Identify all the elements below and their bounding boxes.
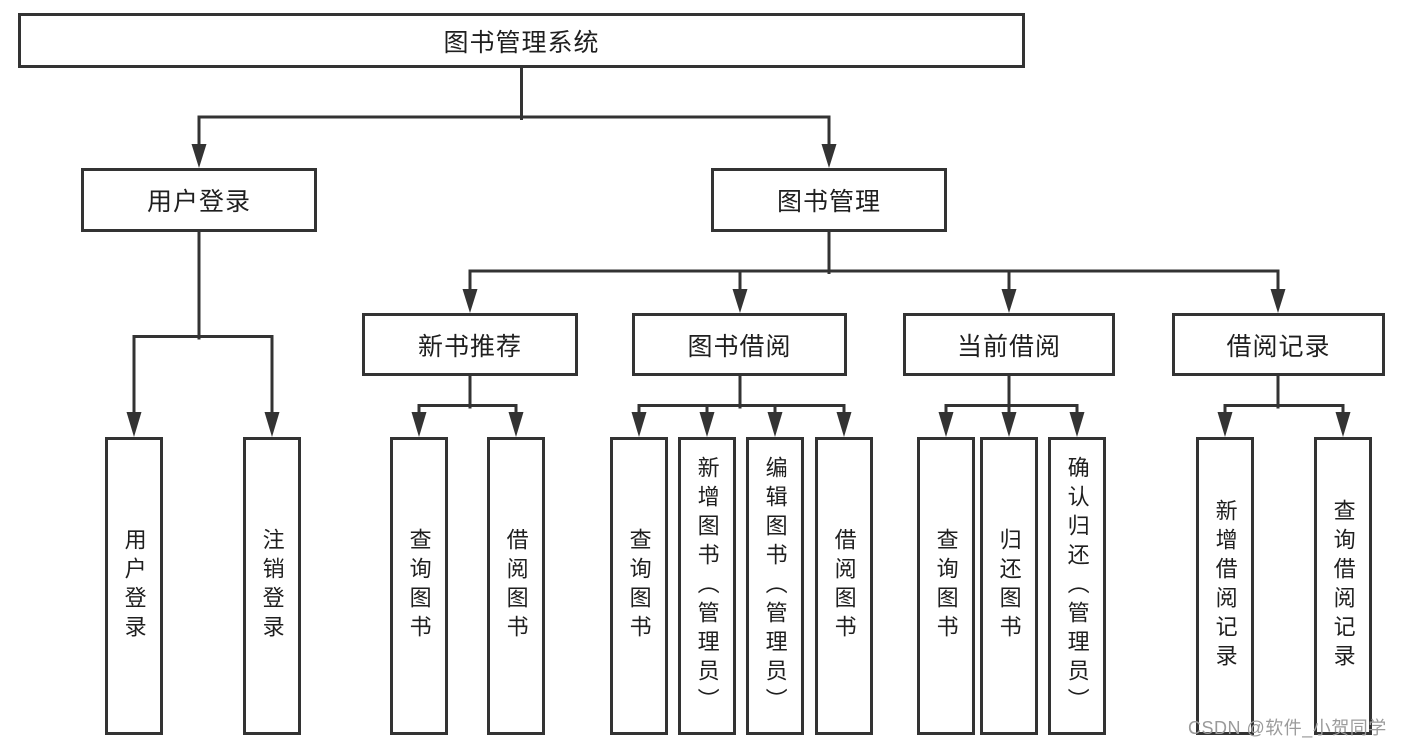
leaf-user-login: 用户登录 — [105, 437, 163, 735]
leaf-recommend-borrow-book: 借阅图书 — [487, 437, 545, 735]
connector-arrowhead — [1001, 289, 1017, 313]
leaf-borrow-query-book: 查询图书 — [610, 437, 668, 735]
connector-arrowhead — [1217, 412, 1233, 437]
leaf-current-return-book: 归还图书 — [980, 437, 1038, 735]
connector-arrowhead — [264, 412, 280, 437]
node-label: 新书推荐 — [417, 332, 522, 361]
leaf-current-confirm-return-admin: 确认归还（管理员） — [1048, 437, 1106, 735]
connector-arrowhead — [1335, 412, 1351, 437]
connector-arrowhead — [508, 412, 524, 437]
node-new-book-recommend: 新书推荐 — [362, 313, 578, 376]
connector-arrowhead — [411, 412, 427, 437]
connector-arrowhead — [821, 144, 837, 168]
leaf-recommend-query-book: 查询图书 — [390, 437, 448, 735]
leaf-label: 新增图书（管理员） — [694, 455, 720, 717]
leaf-label: 查询借阅记录 — [1330, 499, 1356, 673]
node-label: 图书借阅 — [687, 332, 792, 361]
leaf-label: 借阅图书 — [831, 528, 857, 644]
connector-arrowhead — [699, 412, 715, 437]
connector-arrowhead — [191, 144, 207, 168]
connector-arrowhead — [1270, 289, 1286, 313]
connector-arrowhead — [1069, 412, 1085, 437]
leaf-label: 确认归还（管理员） — [1064, 455, 1090, 717]
connector-arrowhead — [462, 289, 478, 313]
node-current-borrow: 当前借阅 — [903, 313, 1115, 376]
node-label: 图书管理 — [776, 188, 881, 216]
node-borrow-records: 借阅记录 — [1172, 313, 1385, 376]
leaf-records-add-record: 新增借阅记录 — [1196, 437, 1254, 735]
leaf-records-query-record: 查询借阅记录 — [1314, 437, 1372, 735]
leaf-current-query-book: 查询图书 — [917, 437, 975, 735]
node-user-login: 用户登录 — [81, 168, 317, 232]
leaf-logout: 注销登录 — [243, 437, 301, 735]
leaf-label: 查询图书 — [406, 528, 432, 644]
node-label: 借阅记录 — [1226, 332, 1331, 361]
node-label: 当前借阅 — [956, 332, 1061, 361]
leaf-label: 查询图书 — [933, 528, 959, 644]
leaf-label: 注销登录 — [259, 528, 285, 644]
leaf-borrow-edit-book-admin: 编辑图书（管理员） — [746, 437, 804, 735]
connector-arrowhead — [631, 412, 647, 437]
leaf-label: 新增借阅记录 — [1212, 499, 1238, 673]
node-book-borrow: 图书借阅 — [632, 313, 847, 376]
leaf-label: 借阅图书 — [503, 528, 529, 644]
leaf-label: 编辑图书（管理员） — [762, 455, 788, 717]
leaf-borrow-add-book-admin: 新增图书（管理员） — [678, 437, 736, 735]
leaf-label: 归还图书 — [996, 528, 1022, 644]
connector-arrowhead — [767, 412, 783, 437]
leaf-borrow-borrow-book: 借阅图书 — [815, 437, 873, 735]
leaf-label: 查询图书 — [626, 528, 652, 644]
node-library-management-system: 图书管理系统 — [18, 13, 1025, 68]
node-book-management: 图书管理 — [711, 168, 947, 232]
connector-arrowhead — [938, 412, 954, 437]
connector-arrowhead — [836, 412, 852, 437]
csdn-watermark: CSDN @软件_小贺同学 — [1188, 718, 1387, 738]
connector-arrowhead — [1001, 412, 1017, 437]
connector-arrowhead — [126, 412, 142, 437]
node-label: 图书管理系统 — [443, 28, 600, 57]
leaf-label: 用户登录 — [121, 528, 147, 644]
node-label: 用户登录 — [146, 188, 251, 216]
connector-arrowhead — [732, 289, 748, 313]
